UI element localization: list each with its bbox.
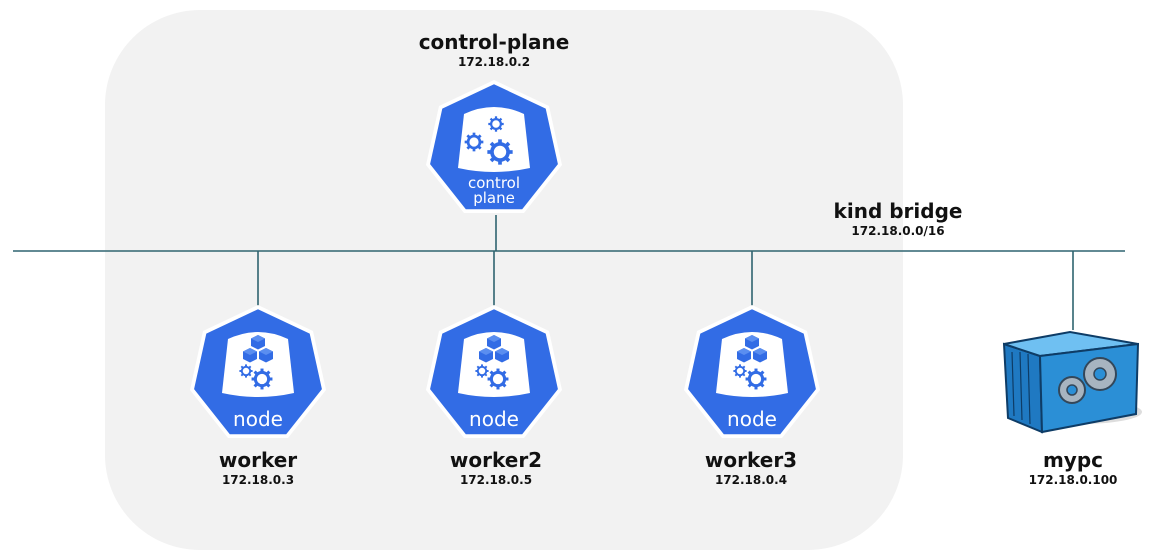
worker3-ip: 172.18.0.4 <box>714 473 788 487</box>
kubernetes-control-plane-icon: control plane <box>426 80 562 213</box>
container-gears-icon <box>1002 330 1142 434</box>
worker-icon-label: node <box>233 407 283 431</box>
worker2-icon-label: node <box>469 407 519 431</box>
control-plane-icon-line1: control <box>468 174 520 192</box>
bridge-cidr: 172.18.0.0/16 <box>851 224 945 238</box>
worker3-name: worker3 <box>704 448 798 472</box>
kubernetes-node-icon: node <box>684 305 820 438</box>
control-plane-name: control-plane <box>418 30 570 54</box>
kubernetes-node-icon: node <box>190 305 326 438</box>
worker3-icon-label: node <box>727 407 777 431</box>
mypc-ip: 172.18.0.100 <box>1028 473 1118 487</box>
bridge-name: kind bridge <box>833 199 963 223</box>
control-plane-ip: 172.18.0.2 <box>457 55 531 69</box>
worker-ip: 172.18.0.3 <box>221 473 295 487</box>
worker-name: worker <box>218 448 298 472</box>
worker2-ip: 172.18.0.5 <box>459 473 533 487</box>
worker2-name: worker2 <box>449 448 543 472</box>
kubernetes-node-icon: node <box>426 305 562 438</box>
mypc-name: mypc <box>1042 448 1104 472</box>
control-plane-icon-line2: plane <box>473 189 515 207</box>
